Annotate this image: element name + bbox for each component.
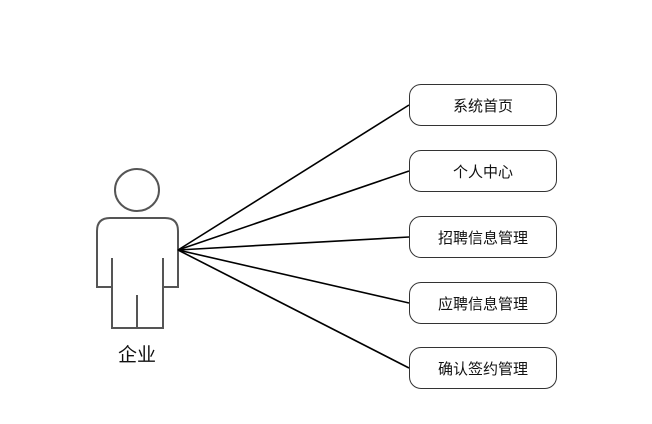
actor-label: 企业 [117, 344, 156, 366]
use-case-signing-management: 确认签约管理 [409, 347, 557, 389]
actor-figure [96, 168, 179, 329]
actor-body [96, 217, 179, 329]
association-line [177, 236, 410, 251]
association-line [177, 170, 410, 251]
use-case-personal-center: 个人中心 [409, 150, 557, 192]
use-case-system-home: 系统首页 [409, 84, 557, 126]
association-line [177, 104, 410, 251]
association-line [177, 249, 410, 369]
use-case-recruitment-management: 招聘信息管理 [409, 216, 557, 258]
use-case-application-management: 应聘信息管理 [409, 282, 557, 324]
association-line [177, 249, 410, 304]
actor-head [114, 168, 160, 212]
association-lines [177, 104, 410, 369]
